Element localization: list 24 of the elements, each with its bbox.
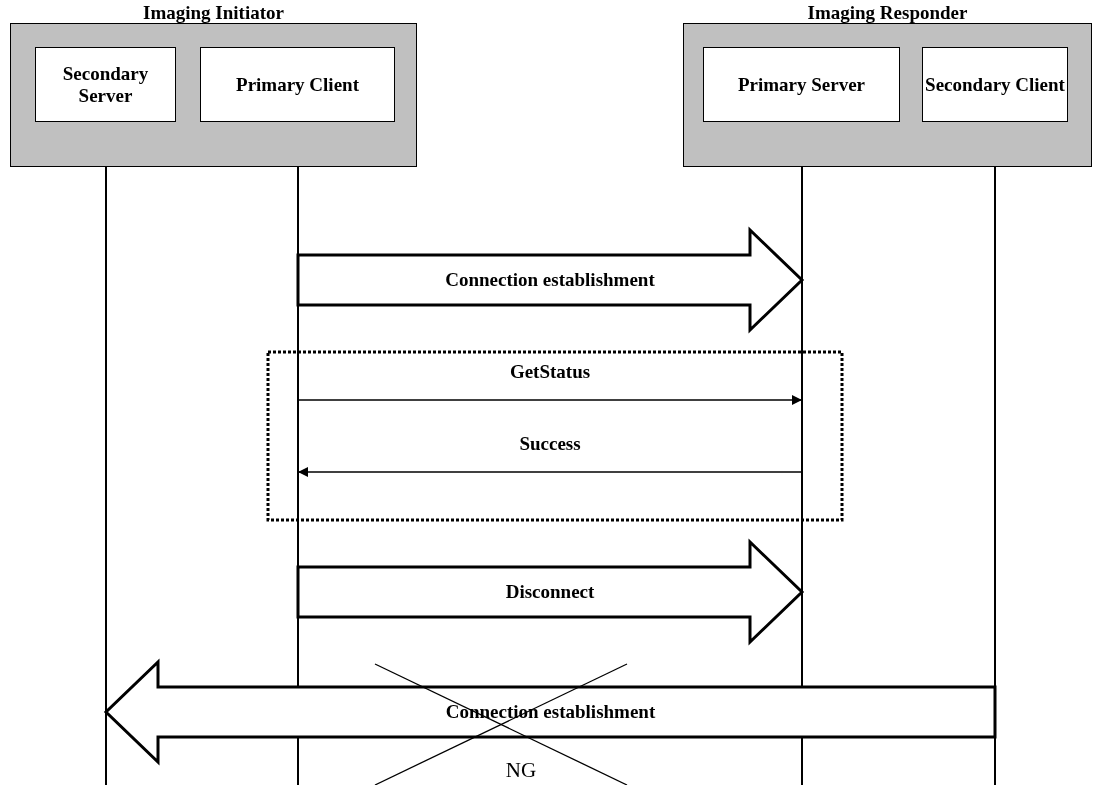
edge-label: Connection establishment (445, 269, 655, 291)
lifeline (105, 167, 107, 785)
participant-box (703, 47, 900, 122)
edge-label: GetStatus (509, 361, 591, 383)
participant-box (200, 47, 395, 122)
status-label: NG (505, 757, 537, 783)
participant-name: Secondary Client (925, 73, 1065, 96)
message-arrow (297, 467, 803, 477)
block-arrow (296, 538, 805, 646)
participant-box (35, 47, 176, 122)
participant-name: Primary Client (236, 73, 359, 96)
edge-label: Disconnect (505, 581, 595, 603)
message-arrow (297, 395, 803, 405)
lifeline (297, 167, 299, 785)
block-arrow (296, 226, 805, 334)
participant-box (922, 47, 1068, 122)
block-arrow (103, 658, 997, 766)
edge-label: Success (519, 433, 581, 455)
lifeline (994, 167, 996, 785)
group-title: Imaging Initiator (142, 2, 285, 24)
lifeline (801, 167, 803, 785)
participant-name: Primary Server (737, 73, 866, 96)
group-title: Imaging Responder (806, 2, 969, 24)
participant-name: Secondary Server (61, 62, 150, 107)
